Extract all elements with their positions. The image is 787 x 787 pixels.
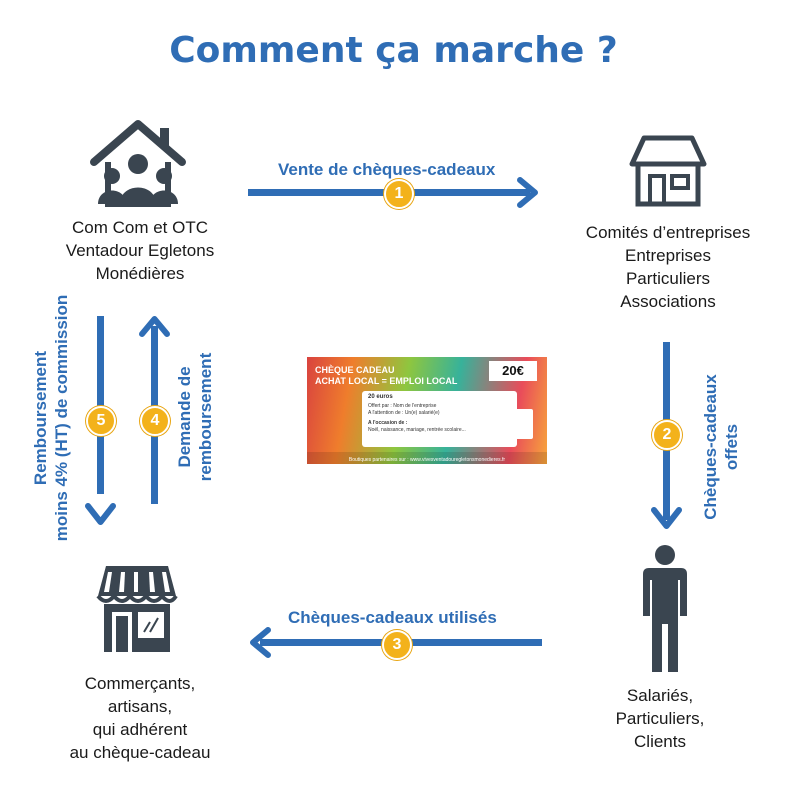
- cheque-attention: A l'attention de : Un(e) salarié(e): [368, 410, 440, 416]
- cheque-logo: [515, 409, 533, 439]
- cheque-value: 20 euros: [368, 394, 393, 400]
- step-badge-2: 2: [652, 420, 682, 450]
- arrow-down-icon: [85, 316, 116, 525]
- node-clients-entreprises: Comités d’entreprises Entreprises Partic…: [585, 223, 751, 311]
- flow-label-4: Demande de remboursement: [175, 352, 215, 482]
- cheque-offert: Offert par : Nom de l'entreprise: [368, 403, 437, 409]
- cheque-footer: Boutiques partenaires sur : www.vivesven…: [348, 457, 506, 463]
- node-salaries: Salariés, Particuliers, Clients: [615, 686, 705, 751]
- flow-label-5: Remboursement moins 4% (HT) de commissio…: [31, 294, 71, 542]
- community-house-icon: [90, 120, 186, 207]
- flow-label-2: Chèques-cadeaux offets: [701, 374, 741, 520]
- gift-cheque-image: CHÈQUE CADEAU ACHAT LOCAL = EMPLOI LOCAL…: [307, 357, 547, 464]
- cheque-header: CHÈQUE CADEAU ACHAT LOCAL = EMPLOI LOCAL: [315, 365, 458, 386]
- step-badge-1: 1: [384, 179, 414, 209]
- step-badge-3: 3: [382, 630, 412, 660]
- page-title: Comment ça marche ?: [169, 30, 618, 71]
- node-community: Com Com et OTC Ventadour Egletons Monédi…: [65, 218, 215, 283]
- step-badge-5: 5: [86, 406, 116, 436]
- flow-label-3: Chèques-cadeaux utilisés: [288, 608, 497, 627]
- shop-icon: [96, 566, 178, 652]
- cheque-occasion-value: Noël, naissance, mariage, rentrée scolai…: [368, 427, 466, 433]
- node-commercants: Commerçants, artisans, qui adhérent au c…: [69, 674, 211, 762]
- step-badge-4: 4: [140, 406, 170, 436]
- cheque-occasion: A l'occasion de :: [368, 420, 408, 426]
- cheque-amount: 20€: [489, 361, 537, 381]
- person-icon: [643, 545, 687, 672]
- flow-label-1: Vente de chèques-cadeaux: [278, 160, 496, 179]
- cheque-band: [307, 452, 547, 464]
- house-icon: [629, 135, 707, 207]
- cheque-card: 20 euros Offert par : Nom de l'entrepris…: [362, 391, 517, 447]
